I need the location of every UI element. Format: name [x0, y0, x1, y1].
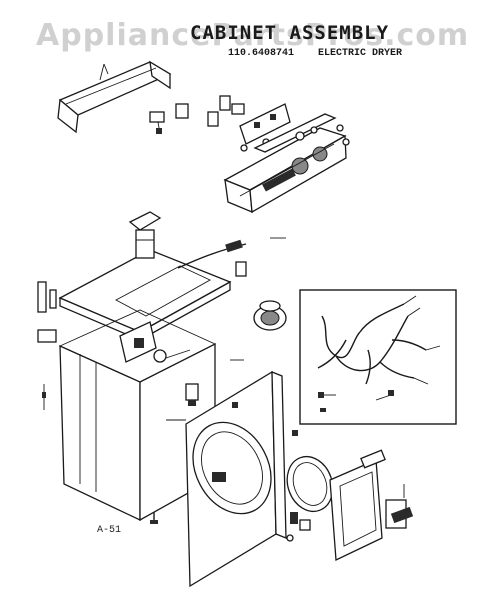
side-brackets: [37, 281, 57, 410]
bottom-screw: [150, 512, 158, 524]
hinge-parts: [286, 506, 414, 542]
front-panel: [185, 370, 287, 588]
misc-small-parts: [230, 124, 350, 436]
internal-bracket: [119, 321, 191, 363]
title-block: AppliancePartsPros.com CABINET ASSEMBLY …: [0, 0, 480, 70]
top-wire-lead: [177, 237, 286, 277]
round-part: [253, 300, 287, 331]
rear-top-bracket: [57, 60, 172, 134]
control-clips: [149, 95, 245, 135]
door-switch: [166, 383, 199, 421]
cabinet-top: [58, 249, 232, 342]
wiring-harness-inset: [299, 289, 457, 425]
model-line: 110.6408741 ELECTRIC DRYER: [228, 48, 420, 59]
page-title: CABINET ASSEMBLY: [190, 22, 390, 44]
control-console: [223, 127, 347, 214]
model-number: 110.6408741: [228, 48, 295, 59]
watermark: AppliancePartsPros.com: [36, 18, 470, 53]
door-assembly: [329, 449, 407, 561]
switch-bracket: [239, 103, 291, 152]
door-seal: [286, 455, 334, 513]
diagram-reference-label: A-51: [97, 525, 122, 536]
appliance-type: ELECTRIC DRYER: [318, 48, 403, 59]
console-rear-panel: [253, 113, 337, 153]
lint-duct: [128, 211, 162, 259]
